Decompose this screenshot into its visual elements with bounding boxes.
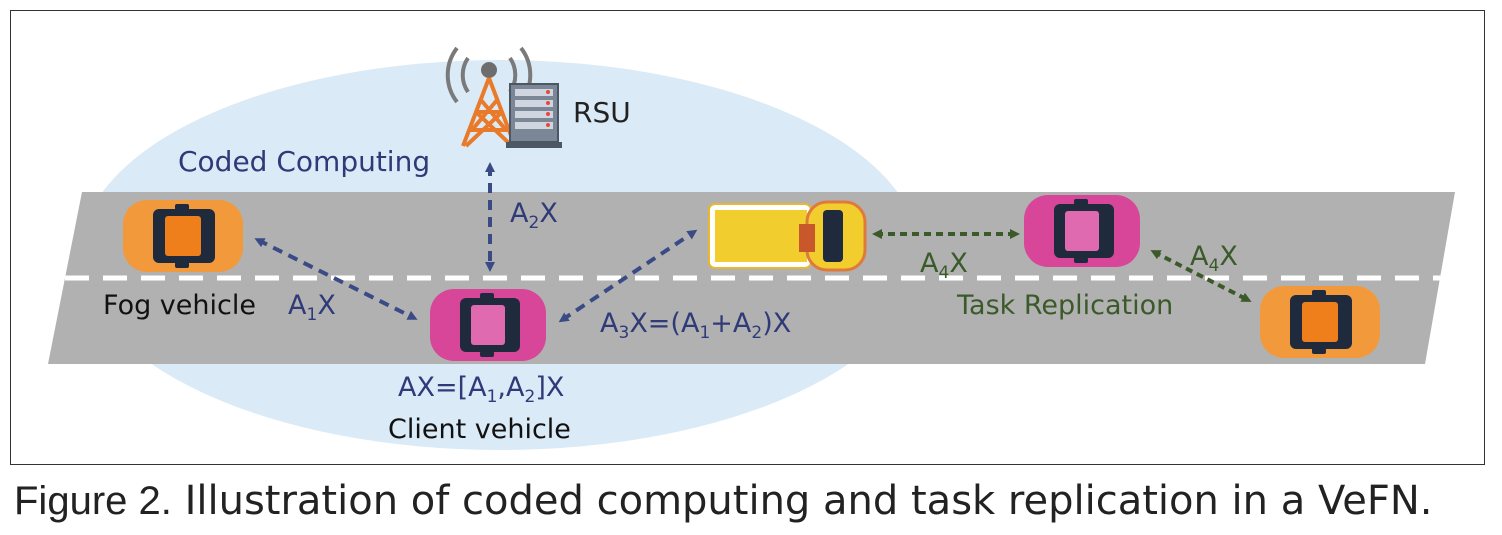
server-rack-icon bbox=[506, 83, 562, 148]
a4x-left-label: A4X bbox=[920, 248, 968, 283]
caption-text: Illustration of coded computing and task… bbox=[171, 478, 1433, 524]
a2x-label: A2X bbox=[510, 198, 558, 233]
task-replication-label: Task Replication bbox=[956, 290, 1173, 321]
caption-label: Figure 2. bbox=[14, 479, 172, 523]
fog-vehicle-car-icon bbox=[123, 200, 243, 272]
figure-caption: Figure 2. Illustration of coded computin… bbox=[14, 478, 1432, 524]
pink-vehicle-car-icon bbox=[1024, 195, 1140, 267]
ax-formula-label: AX=[A1,A2]X bbox=[398, 372, 564, 407]
rsu-label: RSU bbox=[573, 96, 631, 129]
truck-icon bbox=[708, 200, 867, 272]
arrow-truck-client bbox=[558, 229, 698, 323]
a4x-right-label: A4X bbox=[1190, 241, 1238, 276]
a3x-label: A3X=(A1+A2)X bbox=[600, 308, 791, 343]
arrow-pinkcar-orangecar bbox=[1150, 250, 1252, 302]
vefn-diagram: RSU Coded Computing Fog vehicle Client v… bbox=[48, 46, 1455, 450]
arrow-fog-client bbox=[254, 238, 418, 320]
client-vehicle-car-icon bbox=[430, 289, 546, 361]
coded-computing-label: Coded Computing bbox=[178, 145, 430, 178]
client-vehicle-label: Client vehicle bbox=[388, 414, 571, 445]
orange-vehicle-car-icon bbox=[1260, 286, 1380, 358]
a1x-label: A1X bbox=[288, 290, 336, 325]
fog-vehicle-label: Fog vehicle bbox=[103, 290, 256, 321]
